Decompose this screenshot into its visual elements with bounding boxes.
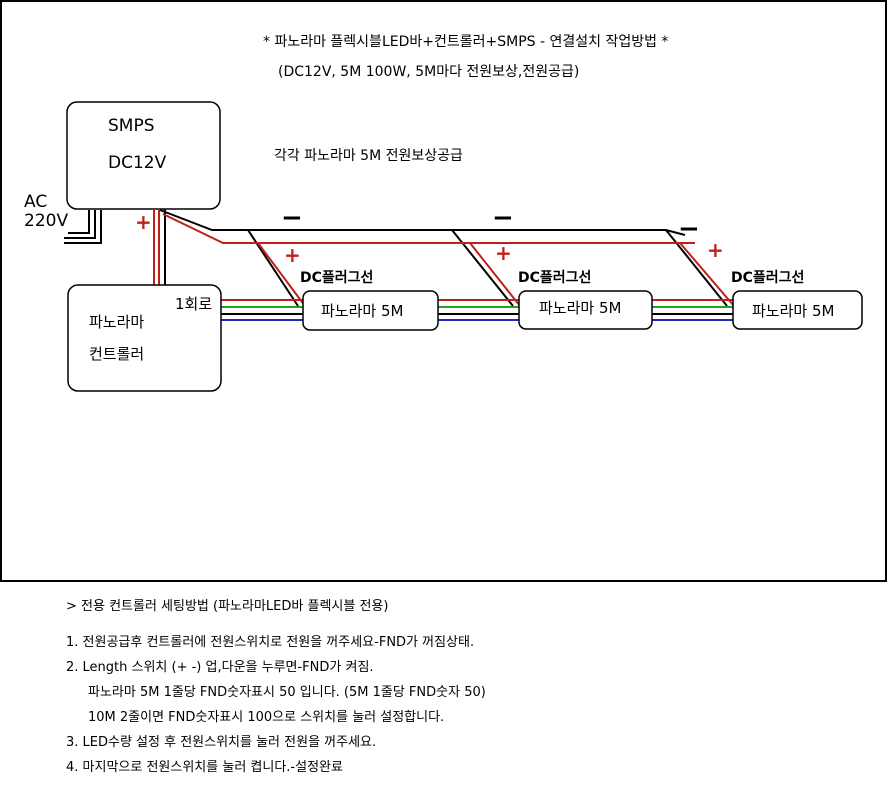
- diagram-subtitle: (DC12V, 5M 100W, 5M마다 전원보상,전원공급): [278, 64, 579, 80]
- signal-wires: [220, 299, 733, 321]
- plus-sign-2: +: [495, 241, 512, 265]
- controller-label-2: 컨트롤러: [89, 345, 144, 363]
- minus-sign-3: −: [678, 214, 700, 244]
- ac-voltage-label: 220V: [24, 211, 68, 231]
- ac-label: AC: [24, 192, 47, 212]
- instruction-step-4: 4. 마지막으로 전원스위치를 눌러 켭니다.-설정완료: [66, 760, 343, 775]
- plus-sign-3: +: [707, 238, 724, 262]
- instruction-step-2: 2. Length 스위치 (+ -) 업,다운을 누루면-FND가 켜짐.: [66, 660, 374, 675]
- led-module-2-label: 파노라마 5M: [539, 299, 621, 317]
- led-module-1: [302, 290, 439, 331]
- instruction-step-2-detail-1: 파노라마 5M 1줄당 FND숫자표시 50 입니다. (5M 1줄당 FND숫…: [88, 685, 486, 700]
- diagram-frame: [0, 0, 887, 582]
- wiring-diagram: * 파노라마 플렉시블LED바+컨트롤러+SMPS - 연결설치 작업방법 * …: [0, 0, 887, 582]
- instructions-heading: > 전용 컨트롤러 세팅방법 (파노라마LED바 플렉시블 전용): [66, 599, 389, 614]
- smps-plus-sign: +: [135, 210, 152, 234]
- instruction-step-1: 1. 전원공급후 컨트롤러에 전원스위치로 전원을 꺼주세요-FND가 꺼짐상태…: [66, 635, 475, 650]
- dc-plug-label-3: DC플러그선: [731, 270, 804, 286]
- minus-sign-1: −: [281, 203, 303, 233]
- ac-input-wires: [64, 210, 102, 244]
- smps-voltage-label: DC12V: [108, 153, 167, 173]
- plus-sign-1: +: [284, 243, 301, 267]
- instruction-step-2-detail-2: 10M 2줄이면 FND숫자표시 100으로 스위치를 눌러 설정합니다.: [88, 710, 445, 725]
- led-module-3: [732, 290, 863, 330]
- setup-instructions: > 전용 컨트롤러 세팅방법 (파노라마LED바 플렉시블 전용) 1. 전원공…: [66, 594, 866, 780]
- led-module-2: [518, 290, 653, 330]
- controller-label: 파노라마: [89, 313, 144, 331]
- minus-sign-2: −: [492, 203, 514, 233]
- smps-label: SMPS: [108, 116, 155, 136]
- dc-plug-label-2: DC플러그선: [518, 270, 591, 286]
- dc-bus-positive: [162, 213, 735, 307]
- led-module-3-label: 파노라마 5M: [752, 302, 834, 320]
- smps-box: [66, 101, 221, 210]
- dc-plug-label-1: DC플러그선: [300, 270, 373, 286]
- controller-box: [67, 284, 222, 392]
- diagram-title: * 파노라마 플렉시블LED바+컨트롤러+SMPS - 연결설치 작업방법 *: [263, 34, 668, 50]
- circuit-label: 1회로: [175, 295, 212, 313]
- instruction-step-3: 3. LED수량 설정 후 전원스위치를 눌러 전원을 꺼주세요.: [66, 735, 377, 750]
- supply-note: 각각 파노라마 5M 전원보상공급: [274, 148, 463, 164]
- led-module-1-label: 파노라마 5M: [321, 302, 403, 320]
- smps-controller-wires: [153, 209, 166, 286]
